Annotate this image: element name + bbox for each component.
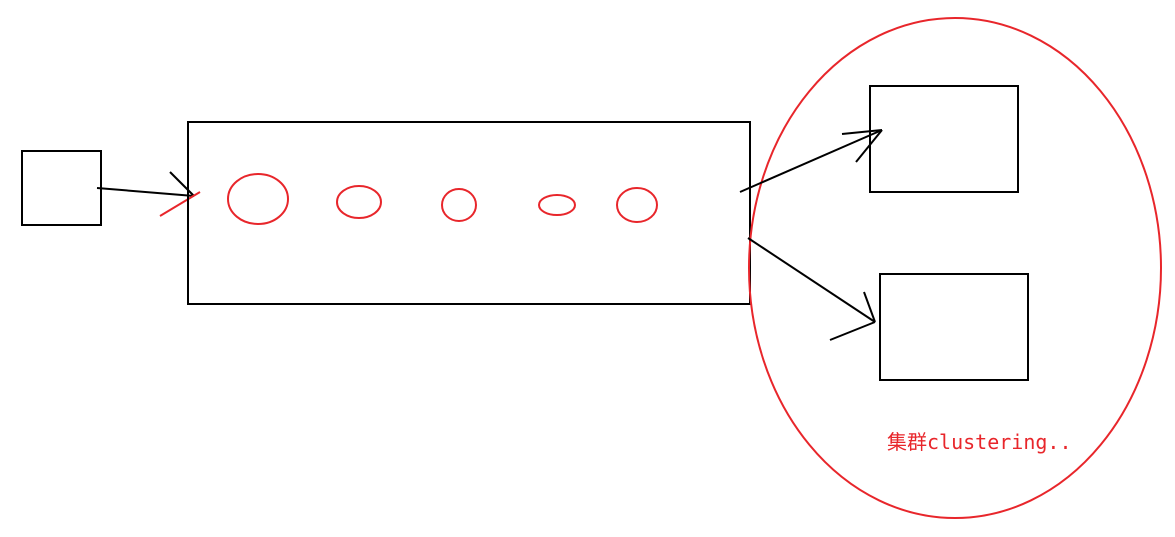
queue-box <box>187 121 751 305</box>
queue-item-2 <box>336 185 382 219</box>
queue-item-3 <box>441 188 477 222</box>
source-box <box>21 150 102 226</box>
cluster-node-top <box>869 85 1019 193</box>
queue-item-1 <box>227 173 289 225</box>
output-arrow-bottom <box>747 237 876 341</box>
output-arrow-top <box>739 129 883 193</box>
entry-mark <box>159 191 201 217</box>
queue-item-5 <box>616 187 658 223</box>
input-arrow <box>96 171 195 197</box>
cluster-ellipse <box>748 17 1162 519</box>
cluster-node-bottom <box>879 273 1029 381</box>
cluster-label: 集群clustering.. <box>887 430 1072 454</box>
queue-item-4 <box>538 194 576 216</box>
